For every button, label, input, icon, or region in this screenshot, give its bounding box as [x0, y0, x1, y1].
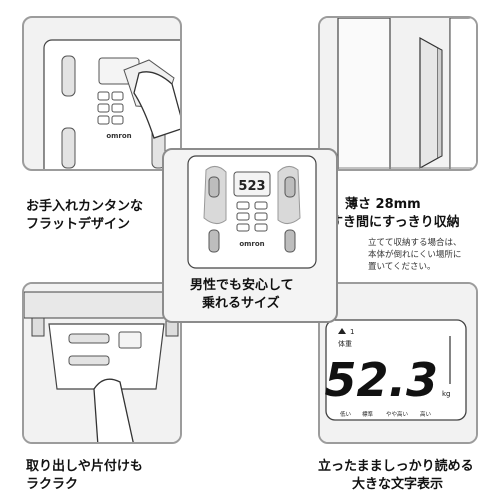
caption-flat-design-line2: フラットデザイン — [26, 217, 131, 232]
caption-thin-line1: 薄さ 28mm — [345, 197, 421, 212]
display-mode-label: 体重 — [338, 339, 352, 348]
storage-note-line3: 置いてください。 — [368, 262, 436, 272]
scale-drawer-illustration — [24, 284, 180, 442]
display-user-label: 1 — [350, 328, 354, 336]
scale-with-feet-illustration: 523 omron — [187, 155, 317, 269]
caption-size-line1: 男性でも安心して — [190, 278, 294, 293]
panel-easy-handling — [22, 282, 182, 444]
storage-note-line1: 立てて収納する場合は、 — [368, 238, 462, 248]
scale-cleaning-illustration: omron — [43, 39, 180, 169]
caption-display-line2: 大きな文字表示 — [352, 477, 444, 492]
scale-label-slightly-high: やや高い — [386, 410, 409, 418]
caption-display-line1: 立ったまましっかり読める — [318, 459, 474, 474]
scale-label-low: 低い — [340, 410, 352, 418]
panel-thin-storage — [318, 16, 478, 171]
scale-label-normal: 標準 — [362, 410, 374, 418]
center-brand-logo: omron — [239, 240, 264, 248]
caption-handling-line2: ラクラク — [26, 477, 79, 492]
caption-flat-design-line1: お手入れカンタンな — [26, 199, 144, 214]
caption-size-line2: 乗れるサイズ — [202, 296, 280, 311]
storage-note-line2: 本体が倒れにくい場所に — [368, 250, 462, 260]
display-value: 52.3 — [325, 353, 439, 407]
brand-logo: omron — [106, 132, 131, 140]
display-unit: kg — [442, 390, 451, 398]
panel-large-display: 1 体重 52.3 kg 低い 標準 やや高い 高い — [318, 282, 478, 444]
caption-thin-line2: すき間にすっきり収納 — [330, 215, 460, 230]
panel-large-size: 523 omron 男性でも安心して 乗れるサイズ — [162, 148, 338, 323]
small-lcd-value: 523 — [238, 179, 265, 194]
scale-storage-illustration — [320, 18, 476, 169]
display-illustration: 1 体重 52.3 kg 低い 標準 やや高い 高い — [320, 284, 476, 442]
panel-flat-design: omron — [22, 16, 182, 171]
caption-handling-line1: 取り出しや片付けも — [26, 459, 143, 474]
user-icon — [338, 328, 346, 334]
scale-label-high: 高い — [420, 410, 432, 418]
